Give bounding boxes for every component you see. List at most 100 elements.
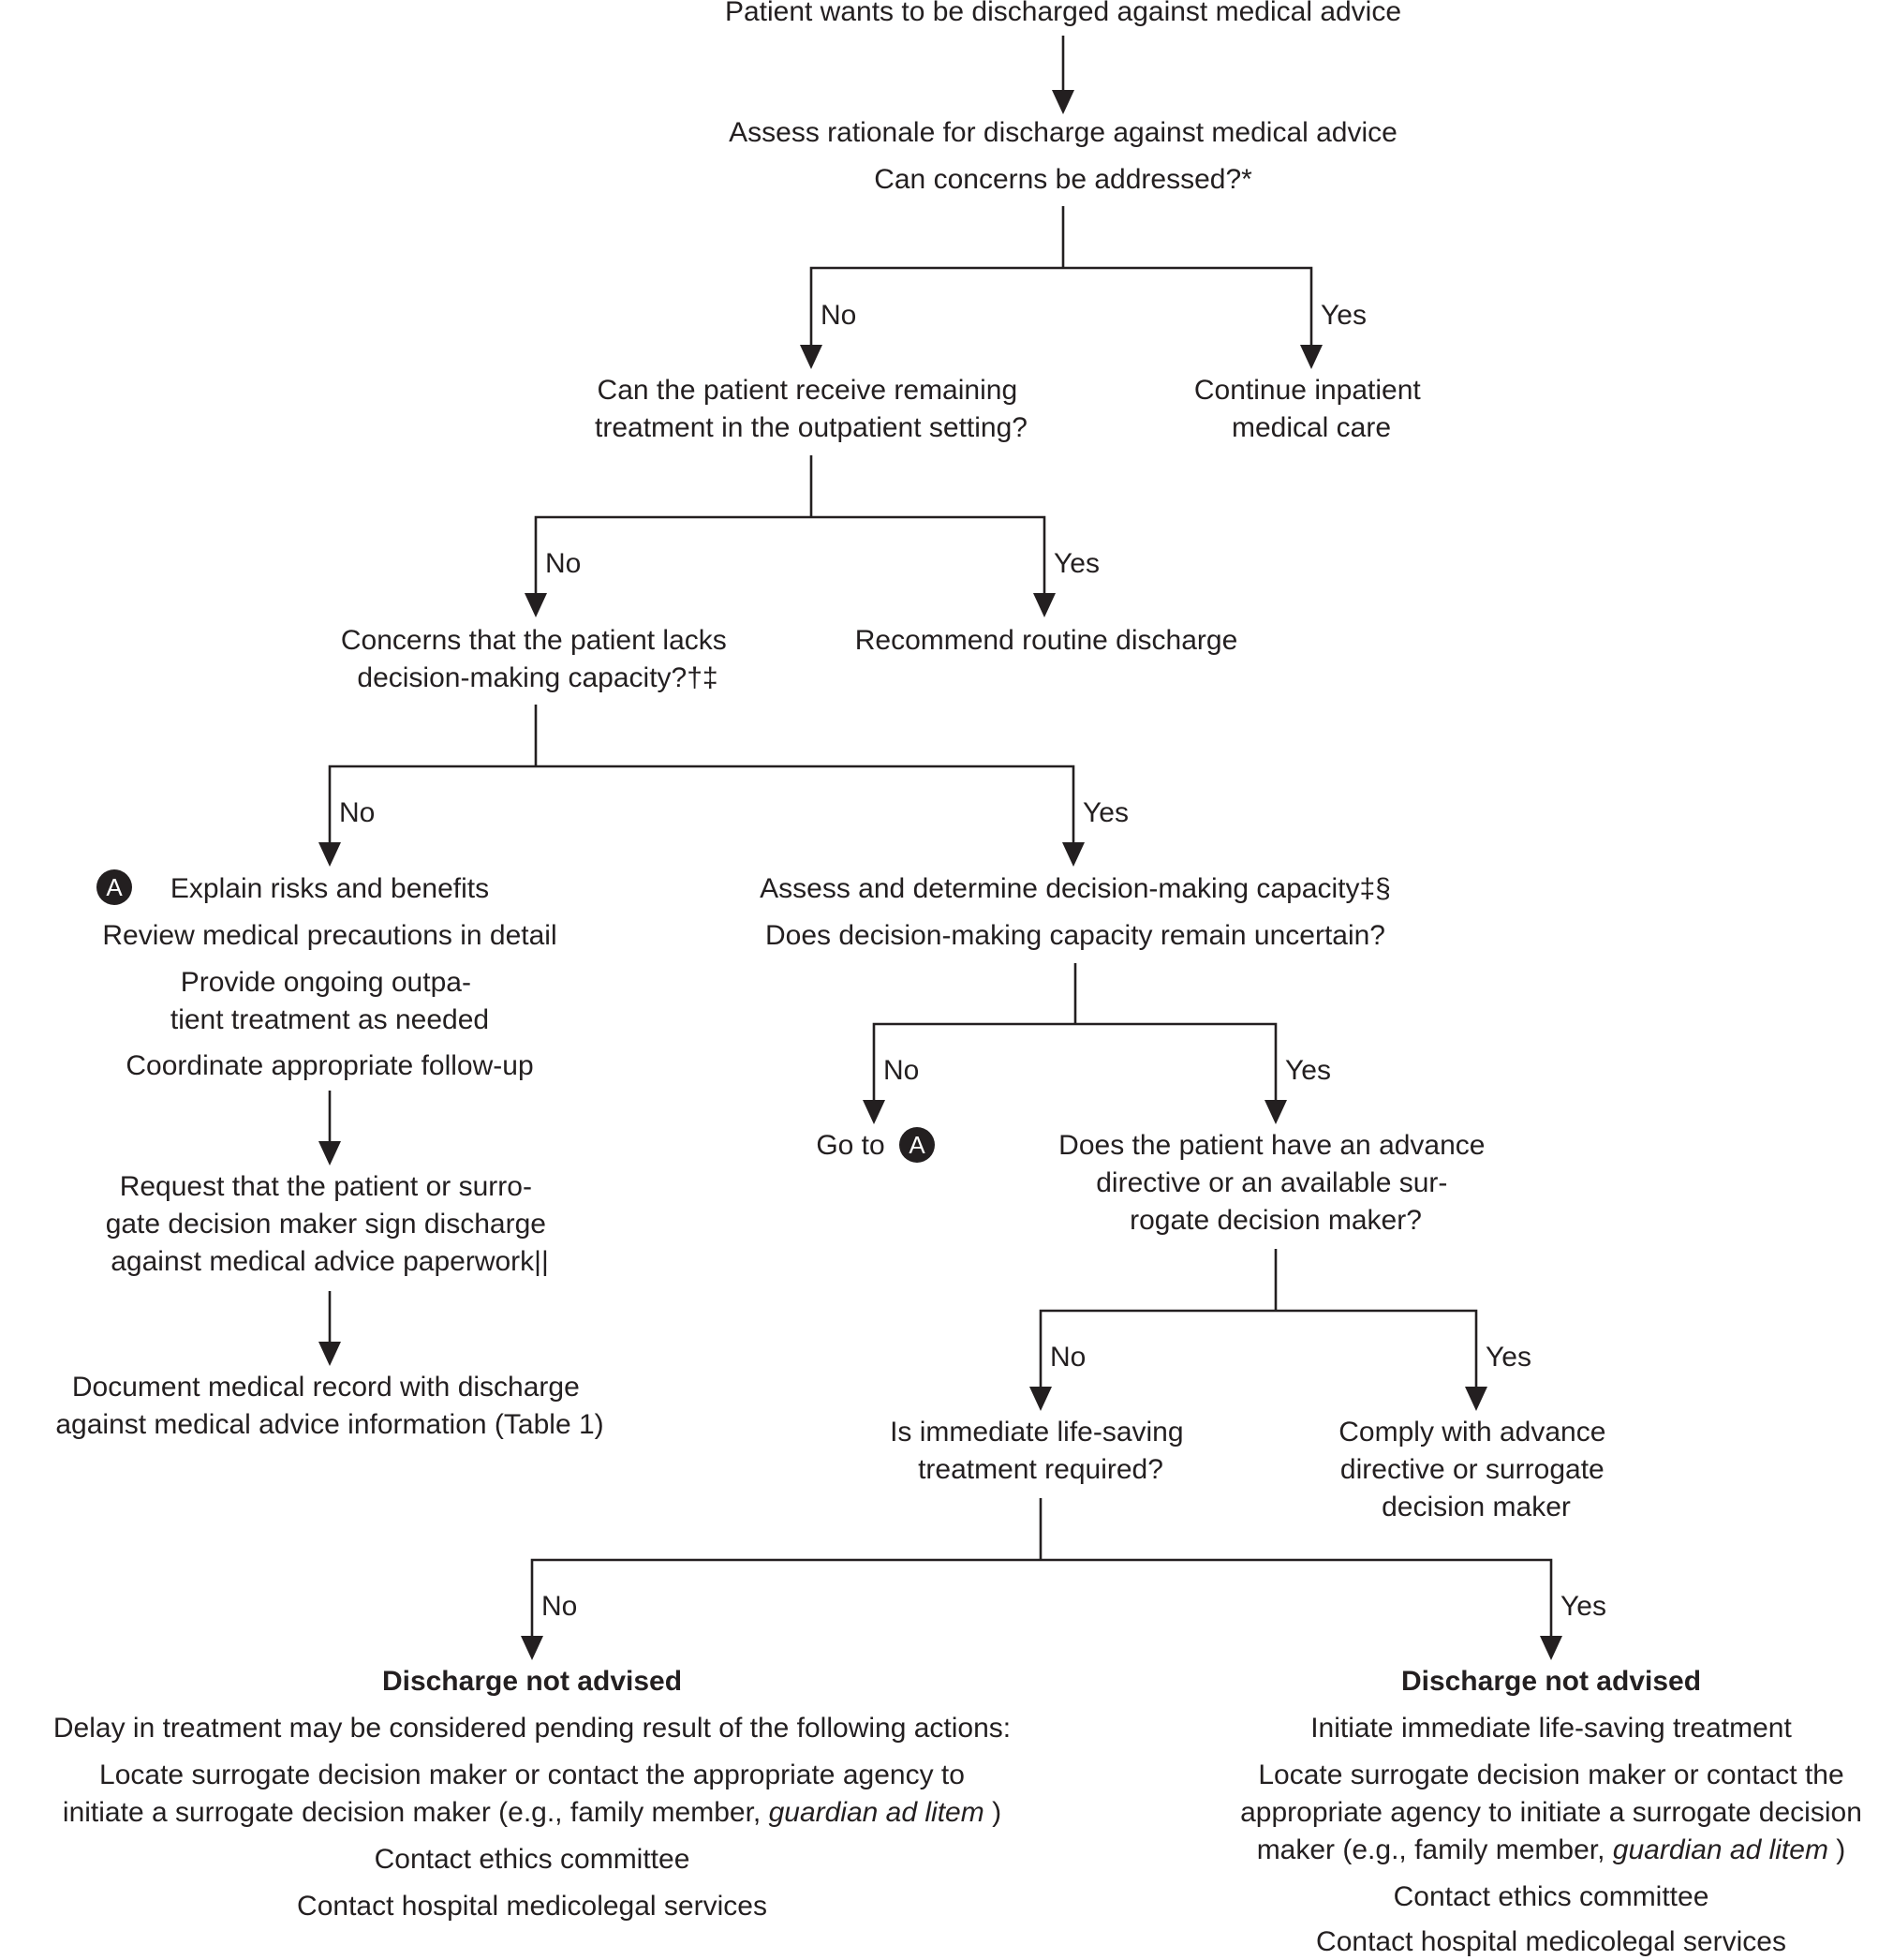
branch-label-no: No: [541, 1591, 577, 1622]
marker-a-letter: A: [106, 873, 123, 901]
node-outpatient-question: Can the patient receive remaining treatm…: [595, 375, 1028, 443]
right-final-medicolegal: Contact hospital medicolegal services: [1316, 1926, 1786, 1957]
italic-text-run: guardian ad litem: [1613, 1834, 1828, 1865]
branch-labels: No Yes No Yes No Yes No Yes No Yes No Ye…: [339, 300, 1606, 1622]
node-assess-rationale: Assess rationale for discharge against m…: [729, 117, 1398, 148]
node-request: Request that the patient or surro- gate …: [106, 1171, 555, 1277]
arrowhead: [1062, 842, 1085, 867]
node-lifesaving-question: Is immediate life-saving treatment requi…: [890, 1417, 1191, 1485]
text-run: initiate a surrogate decision maker (e.g…: [63, 1797, 769, 1828]
line: against medical advice information (Tabl…: [55, 1409, 603, 1440]
line: against medical advice paperwork||: [111, 1246, 549, 1277]
marker-a-letter: A: [909, 1131, 925, 1159]
marker-a-circle: [96, 869, 132, 905]
arrowhead: [318, 1342, 341, 1366]
text-run: maker (e.g., family member,: [1257, 1834, 1613, 1865]
node-review: Review medical precautions in detail: [102, 920, 556, 951]
right-final-locate-line3: maker (e.g., family member, guardian ad …: [1257, 1834, 1846, 1865]
arrowhead: [1264, 1100, 1287, 1124]
branch-label-no: No: [883, 1055, 919, 1086]
connector-lifesaving-branches: [530, 1558, 1553, 1642]
line: treatment required?: [918, 1454, 1163, 1485]
branch-label-yes: Yes: [1560, 1591, 1606, 1622]
left-final-ethics: Contact ethics committee: [375, 1844, 690, 1875]
arrowhead: [521, 1636, 543, 1660]
line: medical care: [1232, 412, 1391, 443]
left-final-locate-line1: Locate surrogate decision maker or conta…: [99, 1760, 965, 1790]
arrowhead: [1052, 90, 1074, 114]
line: Provide ongoing outpa-: [181, 967, 471, 998]
line: rogate decision maker?: [1130, 1205, 1422, 1236]
node-continue-inpatient: Continue inpatient medical care: [1194, 375, 1428, 443]
arrowhead: [863, 1100, 885, 1124]
arrowhead: [1033, 593, 1056, 617]
arrowhead: [800, 345, 822, 369]
branch-label-yes: Yes: [1054, 548, 1100, 579]
left-final-medicolegal: Contact hospital medicolegal services: [297, 1891, 767, 1922]
line: directive or surrogate: [1340, 1454, 1605, 1485]
line: Is immediate life-saving: [890, 1417, 1183, 1448]
branch-label-yes: Yes: [1321, 300, 1367, 331]
node-start: Patient wants to be discharged against m…: [725, 0, 1401, 27]
arrowhead: [1300, 345, 1323, 369]
arrowhead: [525, 593, 547, 617]
node-assess-capacity: Assess and determine decision-making cap…: [760, 873, 1391, 904]
node-directive-question: Does the patient have an advance directi…: [1058, 1130, 1493, 1236]
right-final-ethics: Contact ethics committee: [1394, 1881, 1709, 1912]
branch-label-no: No: [545, 548, 581, 579]
arrowhead: [1540, 1636, 1562, 1660]
branch-label-no: No: [339, 797, 375, 828]
node-can-address: Can concerns be addressed?*: [874, 164, 1252, 195]
branch-label-yes: Yes: [1486, 1342, 1531, 1373]
marker-a: A: [899, 1127, 935, 1163]
line: Continue inpatient: [1194, 375, 1422, 406]
connectors: [318, 36, 1562, 1660]
left-final-heading: Discharge not advised: [382, 1666, 682, 1697]
node-document: Document medical record with discharge a…: [55, 1372, 603, 1440]
left-final-intro: Delay in treatment may be considered pen…: [53, 1713, 1011, 1744]
nodes: Patient wants to be discharged against m…: [53, 0, 1862, 1957]
right-final-heading: Discharge not advised: [1401, 1666, 1701, 1697]
node-routine-discharge: Recommend routine discharge: [855, 625, 1238, 656]
connector-can-address-branches: [809, 266, 1313, 351]
arrowhead: [318, 1141, 341, 1166]
arrowhead: [1465, 1387, 1487, 1411]
node-capacity-question: Concerns that the patient lacks decision…: [341, 625, 734, 693]
marker-a: A: [96, 869, 132, 905]
node-explain: Explain risks and benefits: [170, 873, 489, 904]
arrowhead: [1029, 1387, 1052, 1411]
italic-text-run: guardian ad litem: [769, 1797, 984, 1828]
right-final-initiate: Initiate immediate life-saving treatment: [1310, 1713, 1792, 1744]
line: gate decision maker sign discharge: [106, 1209, 546, 1240]
branch-label-no: No: [1050, 1342, 1086, 1373]
line: Does the patient have an advance: [1058, 1130, 1485, 1161]
line: Document medical record with discharge: [72, 1372, 580, 1403]
connector-outpatient-branches: [534, 515, 1046, 600]
line: decision-making capacity?†‡: [357, 662, 717, 693]
line: Comply with advance: [1338, 1417, 1605, 1448]
node-provide: Provide ongoing outpa- tient treatment a…: [170, 967, 489, 1035]
line: decision maker: [1382, 1492, 1571, 1522]
line: Can the patient receive remaining: [598, 375, 1018, 406]
right-final-locate-line2: appropriate agency to initiate a surroga…: [1240, 1797, 1862, 1828]
marker-a-circle: [899, 1127, 935, 1163]
connector-directive-branches: [1039, 1309, 1478, 1393]
branch-label-no: No: [821, 300, 856, 331]
right-final-locate-line1: Locate surrogate decision maker or conta…: [1258, 1760, 1843, 1790]
connector-uncertain-branches: [872, 1022, 1278, 1106]
node-coordinate: Coordinate appropriate follow-up: [126, 1050, 533, 1081]
node-uncertain-question: Does decision-making capacity remain unc…: [765, 920, 1385, 951]
branch-label-yes: Yes: [1285, 1055, 1331, 1086]
text-run: ): [1836, 1834, 1845, 1865]
line: directive or an available sur-: [1096, 1167, 1447, 1198]
branch-label-yes: Yes: [1083, 797, 1129, 828]
line: treatment in the outpatient setting?: [595, 412, 1028, 443]
line: Request that the patient or surro-: [120, 1171, 532, 1202]
arrowhead: [318, 842, 341, 867]
node-comply: Comply with advance directive or surroga…: [1338, 1417, 1613, 1522]
line: tient treatment as needed: [170, 1004, 489, 1035]
line: Concerns that the patient lacks: [341, 625, 727, 656]
text-run: ): [992, 1797, 1001, 1828]
node-goto-a: Go to: [816, 1130, 884, 1161]
